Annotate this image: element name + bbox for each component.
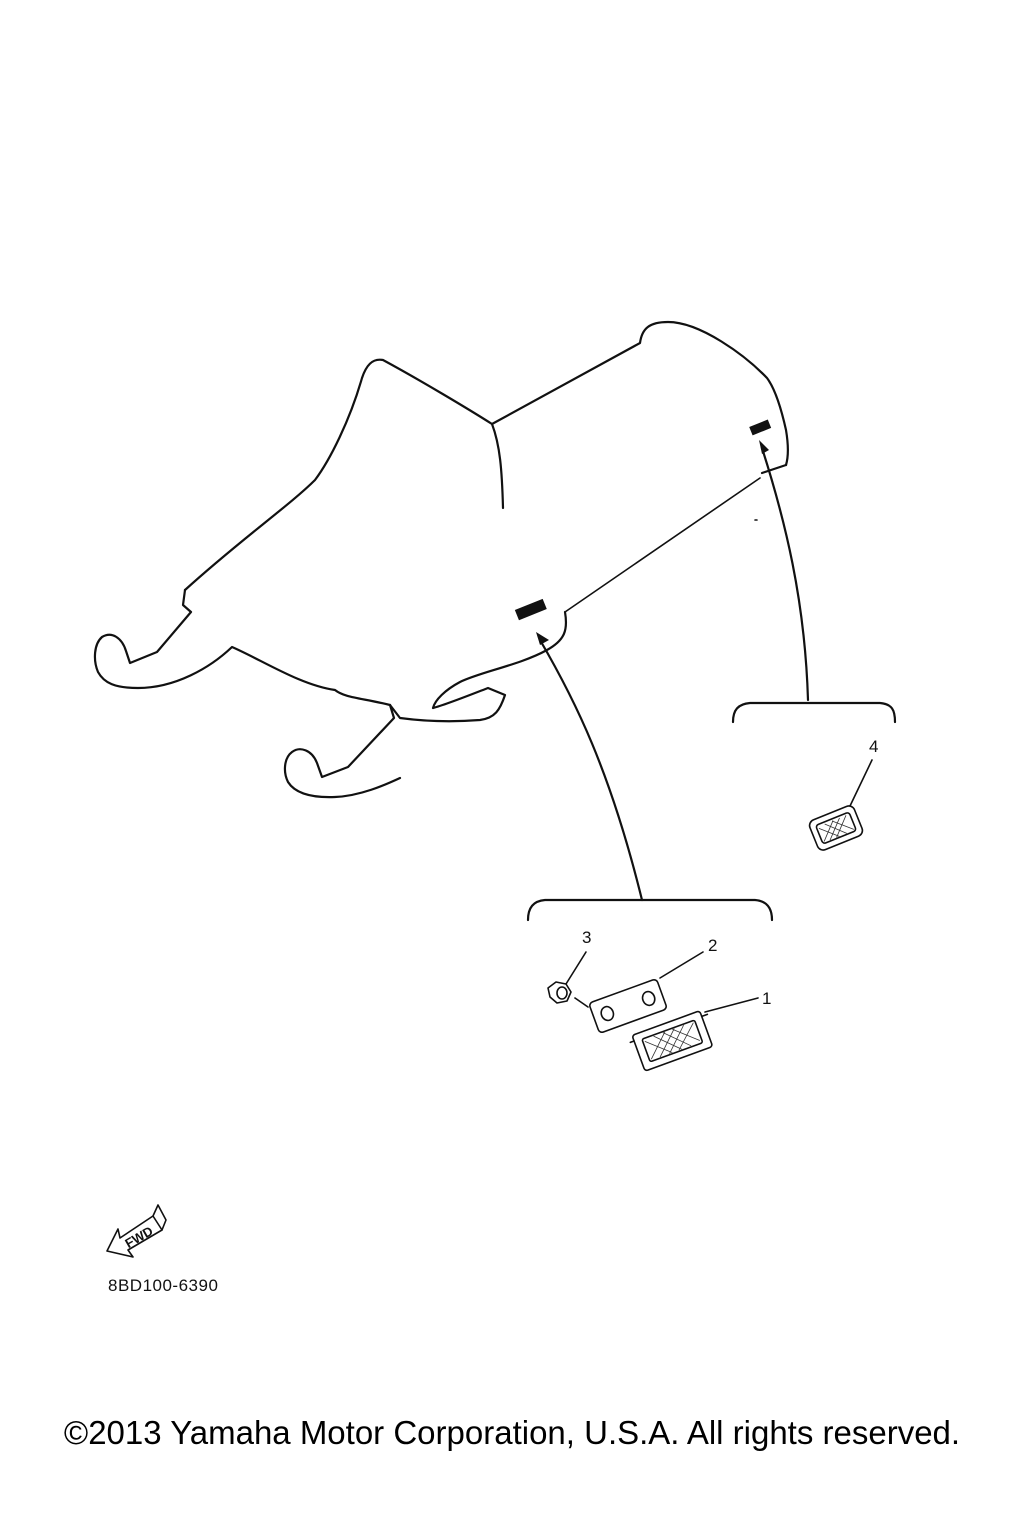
- reflector-mark-front: [514, 598, 547, 621]
- leader-lines: [536, 440, 810, 902]
- bracket-rear: [731, 701, 897, 724]
- bracket-side: [526, 898, 774, 922]
- fwd-text: FWD: [122, 1223, 155, 1251]
- fwd-arrow-icon: FWD: [106, 1204, 167, 1258]
- part-2-plate: [589, 951, 704, 1034]
- part-1-reflector: [629, 997, 759, 1072]
- copyright-notice: ©2013 Yamaha Motor Corporation, U.S.A. A…: [63, 1414, 961, 1451]
- part-3-nut: [547, 951, 589, 1008]
- part-label-3: 3: [582, 928, 591, 947]
- part-label-1: 1: [762, 989, 771, 1008]
- part-label-4: 4: [869, 737, 878, 756]
- diagram-code: 8BD100-6390: [108, 1276, 218, 1295]
- part-label-2: 2: [708, 936, 717, 955]
- part-4-reflector: [808, 759, 873, 851]
- reflector-mark-rear: [749, 419, 772, 436]
- snowmobile-outline: [93, 320, 789, 799]
